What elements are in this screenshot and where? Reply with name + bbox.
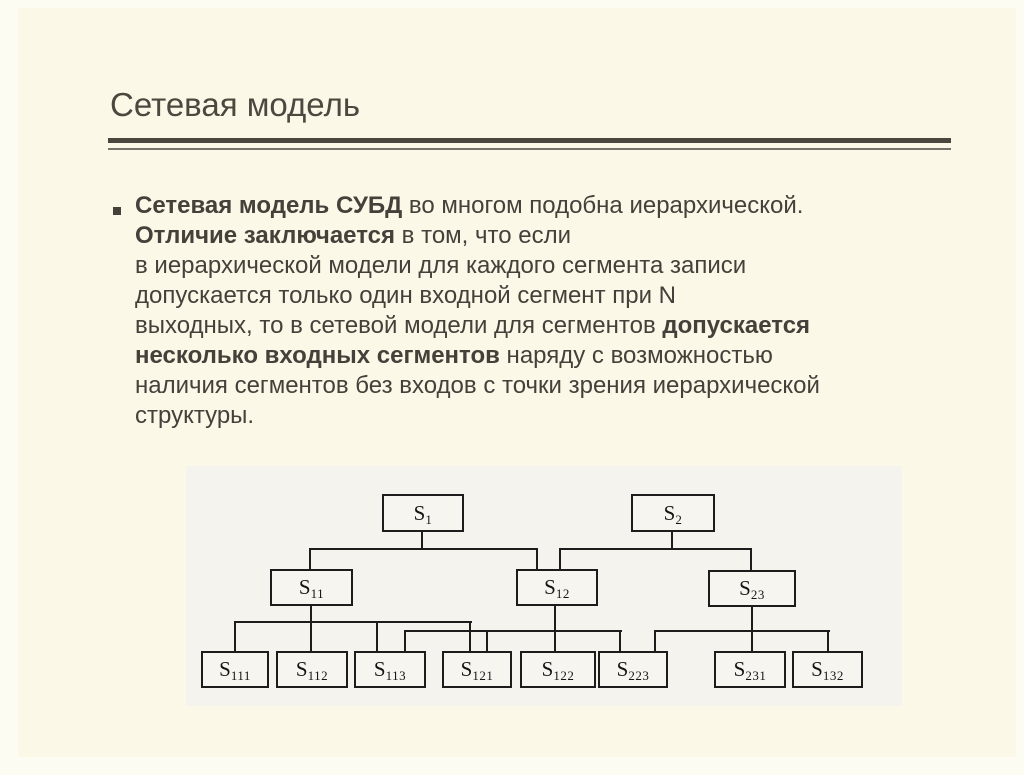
bold-text-run: несколько входных сегментов	[135, 342, 500, 369]
text-run: в иерархической модели для каждого сегме…	[135, 252, 747, 279]
bullet-marker	[113, 207, 121, 215]
text-run: наличия сегментов без входов с точки зре…	[135, 372, 820, 399]
title-separator-thick	[108, 138, 951, 143]
diagram-scan-background	[186, 466, 902, 706]
text-run: выходных, то в сетевой модели для сегмен…	[135, 312, 663, 339]
text-run: структуры.	[135, 402, 255, 429]
text-run: в том, что если	[395, 222, 572, 249]
body-paragraph: Сетевая модель СУБД во многом подобна ие…	[135, 191, 975, 431]
text-run: допускается только один входной сегмент …	[135, 282, 676, 309]
title-separator-thin	[108, 148, 951, 150]
paragraph-line: Отличие заключается в том, что если	[135, 221, 975, 251]
bold-text-run: Отличие заключается	[135, 222, 396, 249]
paragraph-line: допускается только один входной сегмент …	[135, 281, 975, 311]
bold-text-run: допускается	[662, 312, 811, 339]
slide: Сетевая модель Сетевая модель СУБД во мн…	[18, 8, 1016, 757]
paragraph-line: Сетевая модель СУБД во многом подобна ие…	[135, 191, 975, 221]
slide-title: Сетевая модель	[110, 86, 361, 123]
text-run: во многом подобна иерархической.	[402, 192, 804, 219]
paragraph-line: структуры.	[135, 401, 975, 431]
paragraph-line: несколько входных сегментов наряду с воз…	[135, 341, 975, 371]
paragraph-line: наличия сегментов без входов с точки зре…	[135, 371, 975, 401]
paragraph-line: в иерархической модели для каждого сегме…	[135, 251, 975, 281]
text-run: наряду с возможностью	[499, 342, 773, 369]
bold-text-run: Сетевая модель СУБД	[135, 192, 403, 219]
paragraph-line: выходных, то в сетевой модели для сегмен…	[135, 311, 975, 341]
